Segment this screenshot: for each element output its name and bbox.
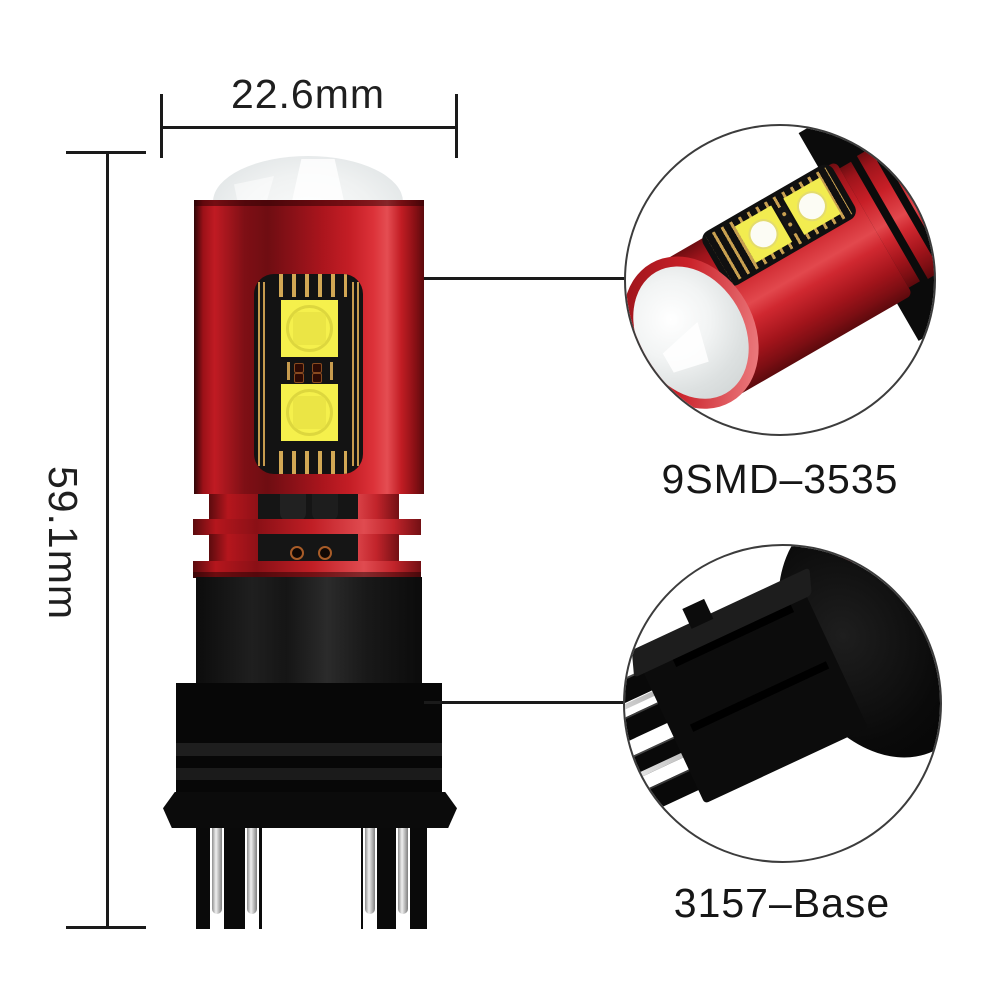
callout-line-base bbox=[424, 701, 626, 704]
silver-pin bbox=[247, 828, 257, 914]
heatsink-notch bbox=[258, 494, 358, 521]
chip-dome bbox=[791, 185, 833, 227]
heatsink-notch bbox=[258, 534, 358, 562]
black-collar bbox=[196, 577, 422, 684]
panel-stripes-top bbox=[270, 274, 347, 297]
chip-dome bbox=[742, 213, 784, 255]
width-dimension-label: 22.6mm bbox=[230, 71, 386, 117]
base-spec-label: 3157–Base bbox=[673, 880, 891, 926]
flange-shadow bbox=[193, 572, 421, 578]
contact-dot bbox=[290, 546, 304, 560]
callout-line-led bbox=[424, 277, 626, 280]
led-detail-circle bbox=[624, 124, 936, 436]
height-dimension-tick-top bbox=[66, 151, 146, 154]
led-chip-core bbox=[293, 312, 326, 345]
panel-stripes-bottom bbox=[270, 451, 347, 474]
silver-pin bbox=[365, 828, 375, 914]
contact-dot bbox=[318, 546, 332, 560]
glass-dome-highlight bbox=[292, 159, 344, 201]
width-dimension-line bbox=[162, 126, 456, 129]
led-chip-ring bbox=[286, 305, 333, 352]
width-dimension-tick-left bbox=[160, 94, 163, 158]
panel-edge-line bbox=[263, 282, 265, 466]
connector-dot bbox=[787, 221, 793, 228]
base-flange bbox=[163, 792, 457, 828]
led-panel bbox=[254, 274, 363, 474]
red-housing-top-edge bbox=[194, 200, 424, 206]
panel-mid-bar bbox=[287, 362, 290, 380]
led-chip bbox=[281, 384, 338, 441]
notch-column bbox=[280, 494, 306, 521]
notch-column bbox=[312, 494, 338, 521]
led-detail-bulb bbox=[626, 126, 934, 434]
panel-solder-dot bbox=[294, 363, 304, 373]
led-chip bbox=[281, 300, 338, 357]
led-chip-ring bbox=[286, 389, 333, 436]
heatsink-flange bbox=[193, 519, 421, 535]
panel-edge-line bbox=[352, 282, 354, 466]
height-dimension-line bbox=[106, 152, 109, 928]
panel-solder-dot bbox=[312, 363, 322, 373]
base-band bbox=[176, 743, 442, 756]
base-detail-circle bbox=[623, 544, 942, 863]
led-chip-core bbox=[293, 396, 326, 429]
led-spec-label: 9SMD–3535 bbox=[661, 456, 899, 502]
heatsink-ring bbox=[209, 534, 399, 562]
connector-dot bbox=[781, 211, 787, 217]
heatsink-flange bbox=[193, 561, 421, 578]
width-dimension-tick-right bbox=[455, 94, 458, 158]
base-band bbox=[176, 768, 442, 780]
height-dimension-tick-bottom bbox=[66, 926, 146, 929]
heatsink-ring bbox=[209, 494, 399, 521]
silver-pin bbox=[212, 828, 222, 914]
panel-edge-line bbox=[357, 282, 359, 466]
base-closeup bbox=[625, 546, 940, 861]
panel-solder-dot bbox=[294, 373, 304, 383]
silver-pin bbox=[398, 828, 408, 914]
panel-mid-bar bbox=[330, 362, 333, 380]
panel-edge-line bbox=[258, 282, 260, 466]
panel-solder-dot bbox=[312, 373, 322, 383]
base-body bbox=[176, 683, 442, 792]
